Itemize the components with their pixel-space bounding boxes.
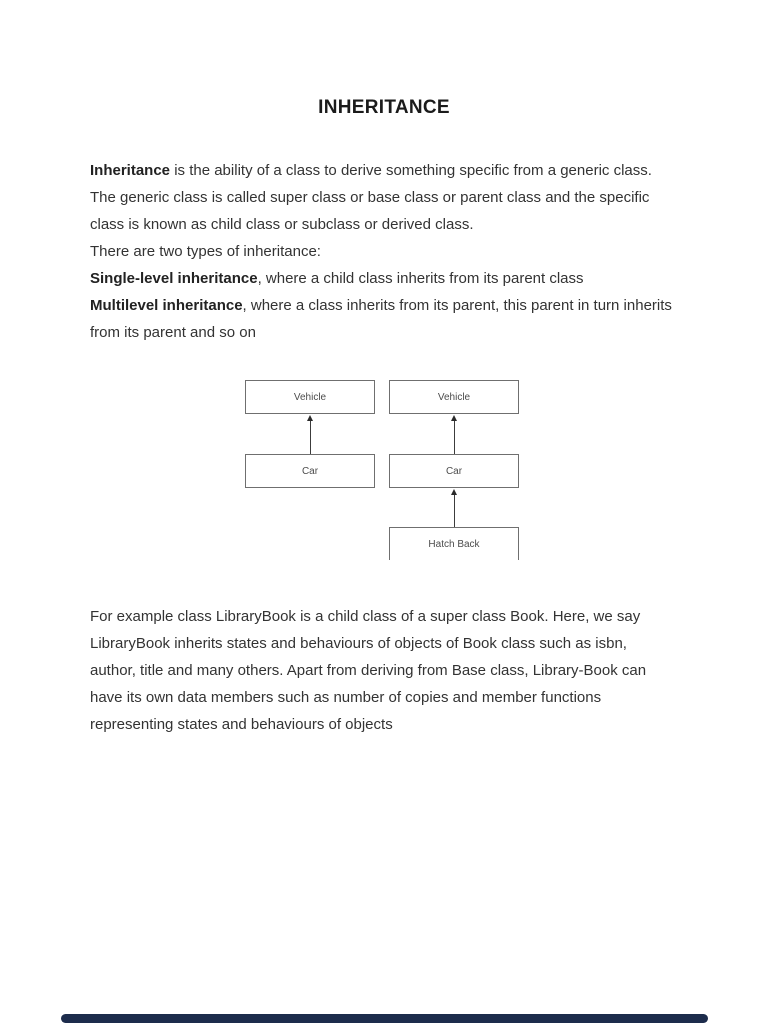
text-line: Inheritance is the ability of a class to… — [90, 157, 710, 184]
text-line: There are two types of inheritance: — [90, 238, 710, 265]
line-text: is the ability of a class to derive some… — [170, 162, 652, 179]
line-text: , where a class inherits from its parent… — [242, 297, 672, 314]
box-label: Car — [445, 465, 463, 477]
line-text: from its parent and so on — [90, 324, 256, 341]
text-line: Single-level inheritance, where a child … — [90, 265, 710, 292]
line-text: class is known as child class or subclas… — [90, 216, 474, 233]
page-title: INHERITANCE — [318, 97, 450, 118]
diagram-box-vehicle-multi: Vehicle — [389, 380, 519, 414]
line-text: There are two types of inheritance: — [90, 243, 321, 260]
text-line: author, title and many others. Apart fro… — [90, 657, 710, 684]
text-line: from its parent and so on — [90, 319, 710, 346]
line-text: representing states and behaviours of ob… — [90, 716, 393, 733]
arrowhead — [451, 415, 457, 421]
line-text: , where a child class inherits from its … — [257, 270, 584, 287]
intro-paragraph: Inheritance is the ability of a class to… — [90, 157, 710, 346]
arrow-shaft — [453, 495, 455, 527]
bold-term: Single-level inheritance — [90, 270, 258, 287]
arrow-shaft — [453, 421, 455, 454]
arrowhead — [451, 489, 457, 495]
bold-term: Inheritance — [90, 162, 171, 179]
arrowhead — [307, 415, 313, 421]
line-text: The generic class is called super class … — [90, 189, 650, 206]
arrow-up-icon — [450, 489, 458, 527]
line-text: have its own data members such as number… — [90, 689, 602, 706]
arrow-up-icon — [306, 415, 314, 454]
line-text: For example class LibraryBook is a child… — [90, 608, 641, 625]
diagram-box-car-multi: Car — [389, 454, 519, 488]
diagram-box-hatchback: Hatch Back — [389, 527, 519, 560]
line-text: LibraryBook inherits states and behaviou… — [90, 635, 627, 652]
text-line: LibraryBook inherits states and behaviou… — [90, 630, 710, 657]
horizontal-scrollbar-thumb[interactable] — [61, 1014, 708, 1023]
box-label: Vehicle — [293, 391, 327, 403]
box-label: Hatch Back — [428, 538, 480, 550]
text-line: have its own data members such as number… — [90, 684, 710, 711]
arrow-up-icon — [450, 415, 458, 454]
bold-term: Multilevel inheritance — [90, 297, 243, 314]
text-line: Multilevel inheritance, where a class in… — [90, 292, 710, 319]
diagram-box-vehicle-single: Vehicle — [245, 380, 375, 414]
text-line: The generic class is called super class … — [90, 184, 710, 211]
line-text: author, title and many others. Apart fro… — [90, 662, 647, 679]
text-line: class is known as child class or subclas… — [90, 211, 710, 238]
text-line: For example class LibraryBook is a child… — [90, 603, 710, 630]
example-paragraph: For example class LibraryBook is a child… — [90, 603, 710, 738]
text-line: representing states and behaviours of ob… — [90, 711, 710, 738]
box-label: Vehicle — [437, 391, 471, 403]
box-label: Car — [301, 465, 319, 477]
arrow-shaft — [309, 421, 311, 454]
diagram-box-car-single: Car — [245, 454, 375, 488]
